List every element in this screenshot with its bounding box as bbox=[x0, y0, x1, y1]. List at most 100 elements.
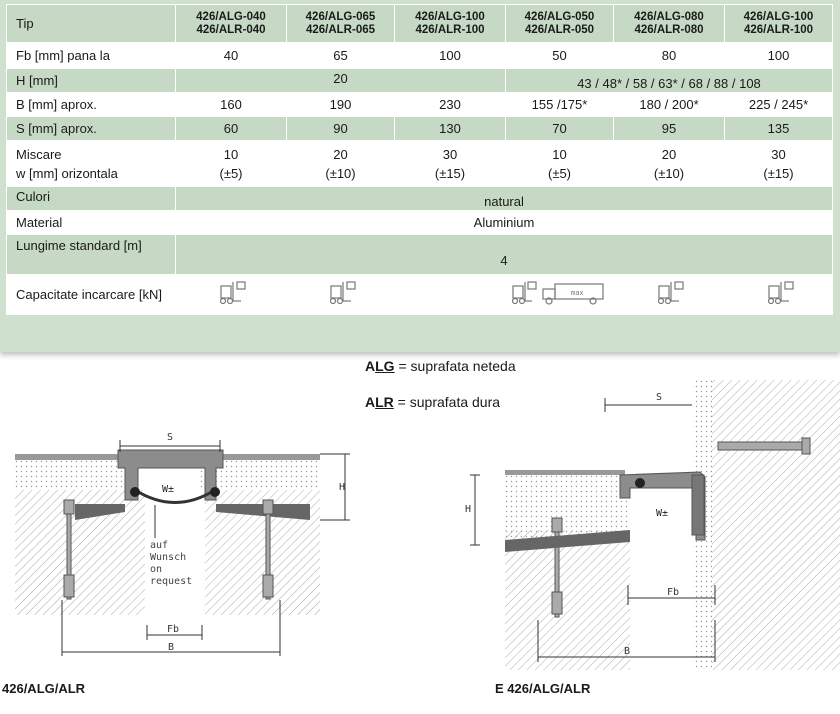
svg-text:on: on bbox=[150, 564, 162, 575]
caption-left: 426/ALG/ALR bbox=[2, 681, 86, 696]
cell: 180 / 200* bbox=[613, 92, 725, 117]
cell bbox=[724, 274, 833, 315]
cell: 230 bbox=[394, 92, 506, 117]
wall-substrate bbox=[712, 380, 840, 670]
forklift-icon bbox=[657, 281, 684, 305]
floor-plate bbox=[505, 530, 630, 552]
svg-text:request: request bbox=[150, 576, 192, 587]
row-material: Material Aluminium bbox=[6, 210, 833, 235]
row-label: Lungime standard [m] bbox=[6, 234, 176, 275]
caption-right: E 426/ALG/ALR bbox=[495, 681, 591, 696]
row-label: Culori bbox=[6, 186, 176, 211]
cell: 65 bbox=[286, 42, 395, 69]
cell: 190 bbox=[286, 92, 395, 117]
cell: 95 bbox=[613, 116, 725, 141]
row-h: H [mm] 20 43 / 48* / 58 / 63* / 68 / 88 … bbox=[6, 68, 833, 93]
cell: 135 bbox=[724, 116, 833, 141]
svg-text:B: B bbox=[168, 642, 174, 653]
cell: 10(±5) bbox=[505, 140, 614, 187]
cell: 20 bbox=[175, 68, 506, 93]
cell bbox=[613, 274, 725, 315]
aluminium-profile bbox=[117, 449, 224, 501]
cell: 225 / 245* bbox=[724, 92, 833, 117]
anchor-bolts bbox=[63, 499, 274, 600]
cell: 40 bbox=[175, 42, 287, 69]
floor-substrate bbox=[505, 530, 630, 670]
legend-alr: ALR = suprafata dura bbox=[365, 394, 501, 410]
cell: 100 bbox=[394, 42, 506, 69]
cell: 90 bbox=[286, 116, 395, 141]
svg-text:max: max bbox=[571, 289, 584, 297]
drawing-426-alg-alr: S H W± auf Wunsch on request Fb B bbox=[15, 432, 350, 656]
anchor-plate-left bbox=[75, 504, 125, 520]
row-label: Fb [mm] pana la bbox=[6, 42, 176, 69]
header-label: Tip bbox=[6, 4, 176, 43]
wall-anchor bbox=[717, 437, 811, 455]
floor-anchor bbox=[551, 517, 563, 618]
row-label: Capacitate incarcare [kN] bbox=[6, 274, 176, 315]
floor-surface-left bbox=[15, 454, 123, 460]
svg-text:W±: W± bbox=[162, 484, 174, 495]
row-lungime: Lungime standard [m] 4 bbox=[6, 234, 833, 275]
cell: 130 bbox=[394, 116, 506, 141]
forklift-icon bbox=[767, 281, 794, 305]
cell bbox=[175, 274, 287, 315]
drawing-e-426-alg-alr: S H W± Fb B bbox=[465, 380, 840, 670]
svg-text:S: S bbox=[656, 392, 662, 403]
svg-text:H: H bbox=[339, 482, 345, 493]
row-label: B [mm] aprox. bbox=[6, 92, 176, 117]
forklift-and-truck-icon: max bbox=[511, 281, 604, 305]
forklift-icon bbox=[219, 281, 246, 305]
cell: natural bbox=[175, 186, 833, 211]
cell: 155 /175* bbox=[505, 92, 614, 117]
floor-surface-right bbox=[215, 454, 320, 460]
floor-surface bbox=[505, 470, 625, 475]
cell: 70 bbox=[505, 116, 614, 141]
svg-text:W±: W± bbox=[656, 508, 668, 519]
cell: 50 bbox=[505, 42, 614, 69]
legend-alg: ALG = suprafata neteda bbox=[365, 358, 516, 374]
cell: 4 bbox=[175, 234, 833, 275]
forklift-icon bbox=[329, 281, 356, 305]
row-fb: Fb [mm] pana la 40 65 100 50 80 100 bbox=[6, 42, 833, 69]
svg-text:Fb: Fb bbox=[667, 587, 679, 598]
cell: 20(±10) bbox=[613, 140, 725, 187]
cell: 43 / 48* / 58 / 63* / 68 / 88 / 108 bbox=[505, 68, 833, 93]
row-label: S [mm] aprox. bbox=[6, 116, 176, 141]
svg-text:Wunsch: Wunsch bbox=[150, 552, 186, 563]
row-label: H [mm] bbox=[6, 68, 176, 93]
concrete-left bbox=[15, 460, 123, 490]
row-label: Material bbox=[6, 210, 176, 235]
row-s: S [mm] aprox. 60 90 130 70 95 135 bbox=[6, 116, 833, 141]
cell: 30(±15) bbox=[394, 140, 506, 187]
cell: 80 bbox=[613, 42, 725, 69]
svg-text:S: S bbox=[167, 432, 173, 443]
cell: 10(±5) bbox=[175, 140, 287, 187]
svg-text:B: B bbox=[624, 646, 630, 657]
row-capacitate: Capacitate incarcare [kN] max bbox=[6, 274, 833, 315]
svg-text:auf: auf bbox=[150, 540, 168, 551]
row-b: B [mm] aprox. 160 190 230 155 /175* 180 … bbox=[6, 92, 833, 117]
cell: Aluminium bbox=[175, 210, 833, 235]
cell: 100 bbox=[724, 42, 833, 69]
svg-text:H: H bbox=[465, 504, 471, 515]
cell: 20(±10) bbox=[286, 140, 395, 187]
row-culori: Culori natural bbox=[6, 186, 833, 211]
cell: 160 bbox=[175, 92, 287, 117]
cell: 30(±15) bbox=[724, 140, 833, 187]
cell bbox=[394, 274, 506, 315]
svg-text:Fb: Fb bbox=[167, 624, 179, 635]
cell: 60 bbox=[175, 116, 287, 141]
rubber-insert bbox=[134, 488, 216, 504]
